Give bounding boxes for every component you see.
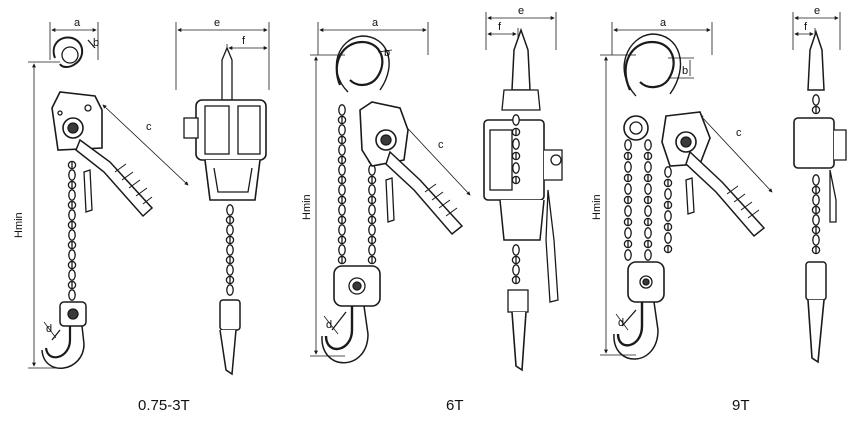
label-c-3: c — [736, 127, 742, 139]
label-e-2: e — [518, 5, 524, 17]
label-d-1: d — [46, 323, 52, 335]
label-b-1: b — [93, 37, 99, 49]
label-b-3: b — [682, 65, 688, 77]
dim-f-1 — [226, 44, 268, 60]
dim-f-2 — [487, 28, 519, 40]
caption-9t: 9T — [732, 397, 750, 414]
dim-c-2 — [397, 117, 471, 196]
dim-c-3 — [699, 114, 773, 193]
label-e-3: e — [814, 5, 820, 17]
dim-c-1 — [102, 104, 189, 186]
dim-a-3 — [611, 22, 713, 55]
captions: 0.75-3T 6T 9T — [138, 397, 750, 414]
label-f-1: f — [242, 35, 246, 47]
label-a-3: a — [660, 17, 667, 29]
panel-0-75-3t — [28, 22, 270, 376]
label-c-1: c — [146, 121, 152, 133]
label-e-1: e — [214, 17, 220, 29]
label-hmin-3: Hmin — [591, 194, 603, 220]
caption-6t: 6T — [446, 397, 464, 414]
dim-a-2 — [317, 22, 429, 55]
label-a-1: a — [74, 17, 81, 29]
dim-a-1 — [49, 22, 99, 60]
dim-d-1 — [43, 321, 57, 339]
dimension-labels: a b c d e f Hmin a b c d e f Hmin a b c … — [13, 5, 820, 335]
label-f-3: f — [804, 21, 808, 33]
dim-e-1 — [175, 22, 270, 90]
label-f-2: f — [498, 21, 502, 33]
label-b-2: b — [384, 47, 390, 59]
label-d-2: d — [326, 319, 332, 331]
label-hmin-1: Hmin — [13, 212, 25, 238]
label-a-2: a — [372, 17, 379, 29]
caption-0-75-3t: 0.75-3T — [138, 397, 190, 414]
label-d-3: d — [618, 317, 624, 329]
dim-d-2 — [323, 315, 339, 335]
panel-6t — [310, 12, 563, 372]
dim-d-3 — [615, 313, 629, 331]
label-c-2: c — [438, 139, 444, 151]
dim-e-2 — [485, 12, 557, 50]
dim-hmin-3 — [600, 54, 636, 356]
panel-9t — [600, 12, 847, 364]
label-hmin-2: Hmin — [301, 194, 313, 220]
load-chain-1 — [67, 160, 77, 301]
dim-e-3 — [792, 12, 841, 50]
